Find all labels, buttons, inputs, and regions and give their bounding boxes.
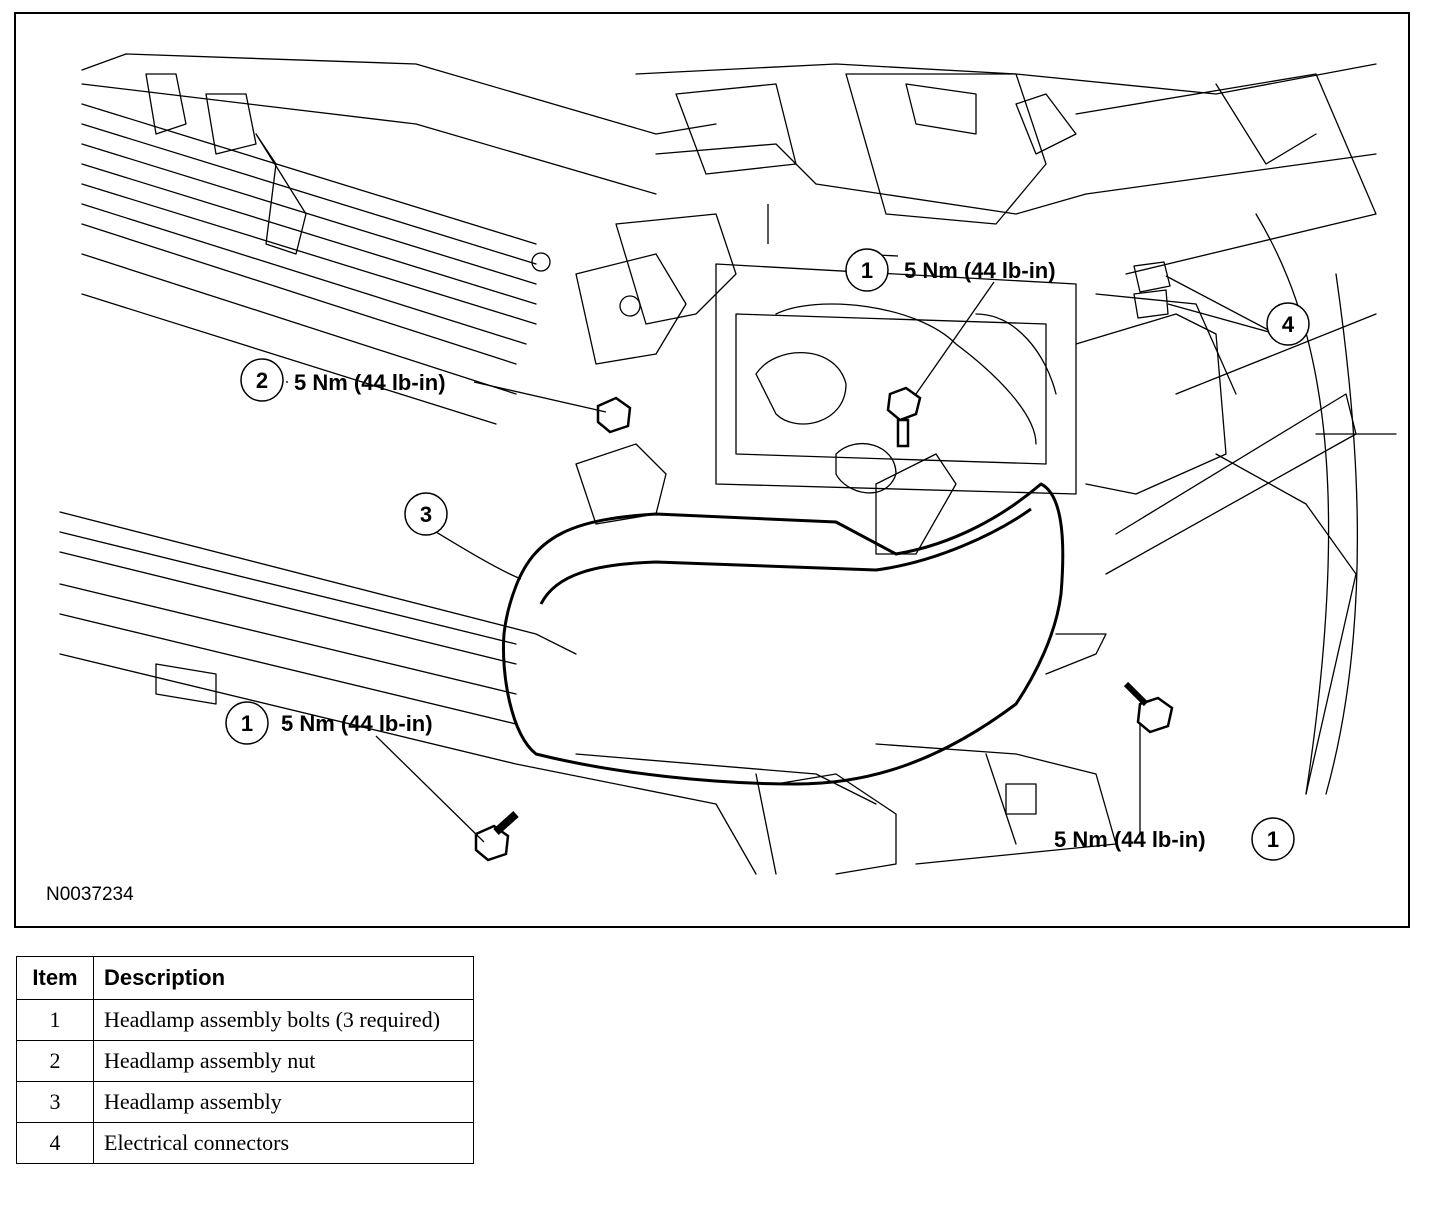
- table-row: 2 Headlamp assembly nut: [16, 1040, 474, 1082]
- callout-1-left-torque: 5 Nm (44 lb-in): [281, 711, 433, 736]
- headlamp-diagram: 1 2 3 4 1 1 5 Nm (44 lb-in) 5 Nm (44 lb-…: [46, 53, 1397, 905]
- legend-item-description: Headlamp assembly bolts (3 required): [93, 999, 474, 1041]
- callout-1-right-number: 1: [1267, 827, 1279, 852]
- nut-2-icon: [596, 396, 632, 434]
- legend-item-number: 3: [16, 1081, 94, 1123]
- callout-1-right-torque: 5 Nm (44 lb-in): [1054, 827, 1206, 852]
- legend-item-number: 1: [16, 999, 94, 1041]
- fasteners: [474, 386, 1174, 862]
- callout-1-left-number: 1: [241, 711, 253, 736]
- legend-table: Item Description 1 Headlamp assembly bol…: [16, 956, 474, 1164]
- table-row: 4 Electrical connectors: [16, 1122, 474, 1164]
- callout-2-circle: [240, 358, 284, 402]
- legend-header-description: Description: [93, 956, 474, 1000]
- figure-id: N0037234: [46, 884, 134, 905]
- callout-3-circle: [404, 492, 448, 536]
- legend-header-item: Item: [16, 956, 94, 1000]
- legend-item-description: Headlamp assembly: [93, 1081, 474, 1123]
- bolt-1-left-icon: [474, 824, 510, 862]
- callout-4-circle: [1266, 302, 1310, 346]
- headlamp-assembly-outline: [502, 482, 1065, 786]
- legend-item-description: Headlamp assembly nut: [93, 1040, 474, 1082]
- callout-circles: [225, 248, 1310, 861]
- callout-1-left-circle: [225, 701, 269, 745]
- callout-4-number: 4: [1282, 312, 1295, 337]
- diagram-linework: [59, 53, 1397, 875]
- bolt-1-top-icon: [886, 386, 922, 422]
- callout-1-top-torque: 5 Nm (44 lb-in): [904, 258, 1056, 283]
- legend-item-number: 2: [16, 1040, 94, 1082]
- bolt-1-top-shank: [896, 418, 910, 448]
- callout-1-top-number: 1: [861, 258, 873, 283]
- callout-1-top-circle: [845, 248, 889, 292]
- diagram-figure: 1 2 3 4 1 1 5 Nm (44 lb-in) 5 Nm (44 lb-…: [14, 12, 1410, 928]
- legend-item-number: 4: [16, 1122, 94, 1164]
- callout-3-number: 3: [420, 502, 432, 527]
- table-row: 3 Headlamp assembly: [16, 1081, 474, 1123]
- legend-item-description: Electrical connectors: [93, 1122, 474, 1164]
- bolt-1-right-icon: [1136, 696, 1174, 734]
- callout-2-number: 2: [256, 368, 268, 393]
- callout-2-torque: 5 Nm (44 lb-in): [294, 370, 446, 395]
- table-row: 1 Headlamp assembly bolts (3 required): [16, 999, 474, 1041]
- callout-1-right-circle: [1251, 817, 1295, 861]
- legend-header-row: Item Description: [16, 956, 474, 1000]
